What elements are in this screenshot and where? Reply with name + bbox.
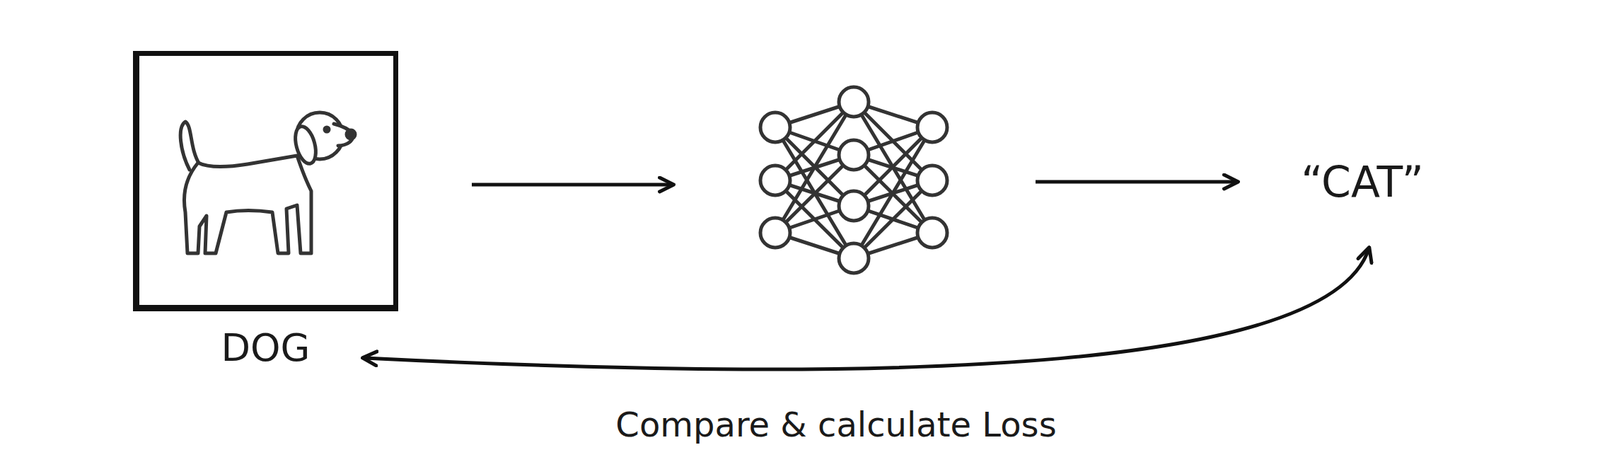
network-neuron <box>760 165 791 196</box>
network-neuron <box>838 243 869 274</box>
network-neuron <box>838 140 869 170</box>
feedback-arrow <box>364 248 1369 370</box>
network-neuron <box>917 112 948 143</box>
network-neuron <box>760 217 791 248</box>
output-label: “CAT” <box>1296 157 1429 207</box>
image-box: DOG <box>132 50 399 312</box>
network-neuron <box>917 165 948 196</box>
dog-drawing <box>180 112 356 254</box>
network-neuron <box>838 190 869 221</box>
network-neuron <box>760 112 791 143</box>
node-caption: DOG <box>221 325 311 370</box>
neural-network <box>760 87 948 274</box>
loss-label: Compare & calculate Loss <box>611 404 1061 445</box>
arrow <box>471 183 672 187</box>
arrow <box>1035 180 1237 184</box>
network-neuron <box>917 217 948 248</box>
network-neuron <box>838 87 869 117</box>
image-frame <box>132 50 399 312</box>
